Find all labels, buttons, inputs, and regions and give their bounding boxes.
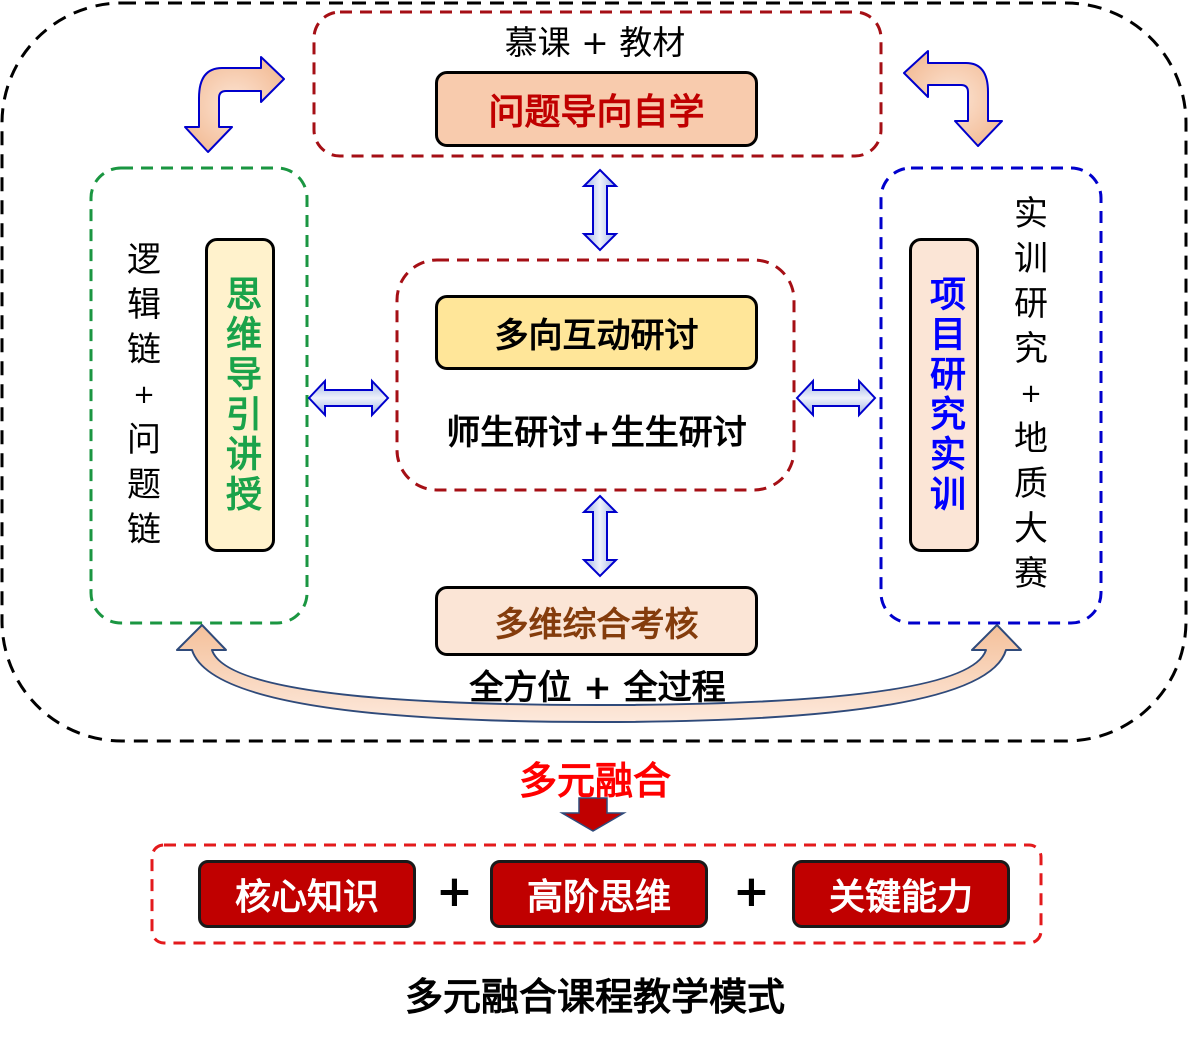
side-char: 题: [127, 465, 161, 505]
left-module-side-label: 逻 辑 链 + 问 题 链: [124, 238, 164, 553]
bottom-module-subtitle: 全方位 + 全过程: [469, 668, 726, 708]
outcome-plus-2: +: [733, 866, 770, 917]
side-char: 实: [1014, 194, 1048, 234]
outcome-higher-order-thinking[interactable]: 高阶思维: [490, 860, 708, 928]
side-char: 地: [1014, 419, 1048, 459]
right-module-title: 项目研究实训: [924, 275, 965, 515]
top-module-subtitle: 慕课 + 教材: [504, 23, 686, 62]
side-char: 研: [1014, 284, 1048, 324]
center-module-frame: [395, 258, 796, 492]
side-char: 究: [1014, 329, 1048, 369]
outcome-label: 核心知识: [234, 877, 379, 918]
side-char: 问: [127, 420, 161, 460]
side-char: 质: [1014, 464, 1048, 504]
down-arrow-fusion: [559, 797, 627, 832]
arc-arrow-bottom: [176, 624, 1022, 723]
side-char: 辑: [127, 285, 161, 325]
outcomes-frame: [150, 843, 1043, 945]
bottom-module-title: 多维综合考核: [494, 604, 699, 645]
left-module-title: 思维导引讲授: [220, 275, 261, 515]
fusion-label: 多元融合: [518, 759, 671, 803]
side-char: +: [1020, 379, 1042, 409]
side-char: +: [133, 380, 155, 410]
top-module-title-box[interactable]: 问题导向自学: [435, 71, 758, 147]
double-arrow-center-right: [795, 378, 877, 418]
side-char: 链: [127, 330, 161, 370]
center-module-title-box[interactable]: 多向互动研讨: [435, 295, 758, 370]
side-char: 赛: [1014, 554, 1048, 594]
right-module-frame: [879, 166, 1103, 625]
outcome-key-abilities[interactable]: 关键能力: [792, 860, 1010, 928]
left-module-title-box[interactable]: 思维导引讲授: [205, 238, 275, 552]
side-char: 逻: [127, 240, 161, 280]
outer-frame: [0, 1, 1188, 743]
double-arrow-center-bottom: [581, 494, 619, 578]
curved-arrow-top-right: [903, 50, 1003, 147]
right-module-side-label: 实 训 研 究 + 地 质 大 赛: [1011, 192, 1051, 597]
outcome-core-knowledge[interactable]: 核心知识: [198, 860, 416, 928]
left-module-frame: [89, 166, 309, 625]
side-char: 大: [1014, 509, 1048, 549]
side-char: 训: [1014, 239, 1048, 279]
top-module-title: 问题导向自学: [488, 92, 705, 133]
outcome-plus-1: +: [436, 866, 473, 917]
center-module-subtitle: 师生研讨+生生研讨: [446, 413, 747, 453]
top-module-frame: [312, 10, 883, 158]
double-arrow-top-center: [581, 168, 619, 252]
outcome-label: 关键能力: [828, 877, 973, 918]
diagram-caption: 多元融合课程教学模式: [404, 975, 785, 1019]
bottom-module-title-box[interactable]: 多维综合考核: [435, 586, 758, 656]
curved-arrow-top-left: [184, 56, 285, 153]
double-arrow-left-center: [307, 378, 390, 418]
side-char: 链: [127, 510, 161, 550]
right-module-title-box[interactable]: 项目研究实训: [909, 238, 979, 552]
center-module-title: 多向互动研讨: [494, 316, 699, 356]
outcome-label: 高阶思维: [526, 877, 671, 918]
